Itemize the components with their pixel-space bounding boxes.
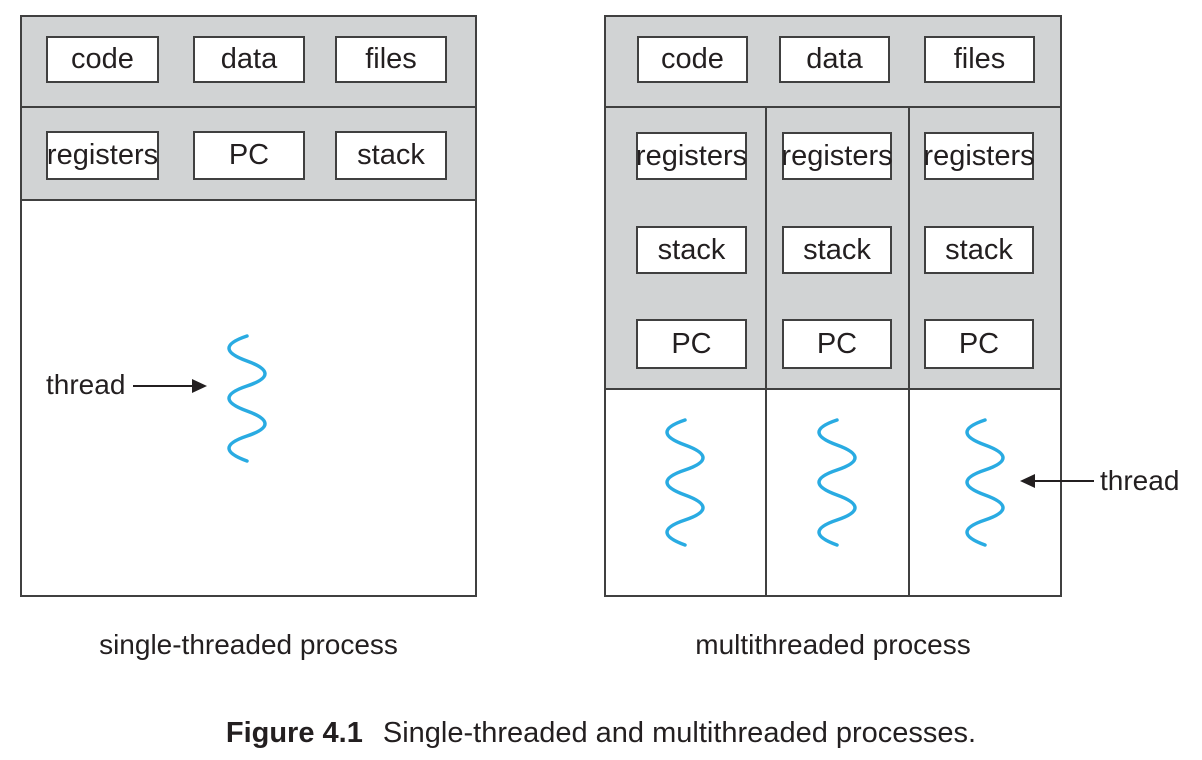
figure-caption: Figure 4.1 Single-threaded and multithre… — [0, 717, 1202, 750]
multi-data-box: data — [779, 36, 890, 83]
thread2-stack-box: stack — [782, 226, 892, 274]
thread2-registers-label: registers — [781, 139, 893, 172]
thread3-registers-label: registers — [923, 139, 1035, 172]
single-pc-box: PC — [193, 131, 305, 180]
multi-files-label: files — [953, 43, 1006, 75]
multithreaded-caption: multithreaded process — [695, 629, 971, 660]
single-thread-label: thread — [46, 369, 126, 400]
single-registers-box: registers — [46, 131, 159, 180]
multi-column-divider-1 — [765, 108, 767, 595]
single-files-box: files — [335, 36, 447, 83]
multi-thread-label: thread — [1100, 465, 1180, 496]
thread2-pc-label: PC — [816, 327, 858, 360]
single-stack-label: stack — [357, 139, 425, 171]
thread1-pc-box: PC — [636, 319, 747, 369]
single-registers-label: registers — [46, 139, 159, 171]
thread3-registers-box: registers — [923, 132, 1035, 180]
single-pc-label: PC — [228, 139, 270, 171]
figure-number: Figure 4.1 — [225, 717, 363, 749]
thread3-pc-label: PC — [958, 327, 1000, 360]
single-stack-box: stack — [335, 131, 447, 180]
thread3-stack-box: stack — [924, 226, 1034, 274]
thread2-registers-box: registers — [781, 132, 893, 180]
thread2-stack-label: stack — [803, 233, 871, 266]
single-files-label: files — [365, 43, 417, 75]
single-data-label: data — [220, 43, 278, 75]
single-data-box: data — [193, 36, 305, 83]
multi-code-label: code — [661, 43, 724, 75]
thread3-stack-label: stack — [945, 233, 1013, 266]
single-code-box: code — [46, 36, 159, 83]
thread2-pc-box: PC — [782, 319, 892, 369]
single-code-label: code — [71, 43, 134, 75]
single-threaded-caption: single-threaded process — [99, 629, 398, 660]
thread3-pc-box: PC — [924, 319, 1034, 369]
thread1-stack-box: stack — [636, 226, 747, 274]
multi-code-box: code — [637, 36, 748, 83]
thread1-stack-label: stack — [657, 233, 726, 266]
thread1-pc-label: PC — [671, 327, 712, 360]
multi-files-box: files — [924, 36, 1035, 83]
thread1-registers-label: registers — [635, 139, 748, 172]
single-threaded-process-box: code data files registers PC stack — [20, 15, 477, 597]
multi-column-divider-2 — [908, 108, 910, 595]
multithreaded-process-box: code data files registers stack PC regis… — [604, 15, 1062, 597]
figure-caption-text: Single-threaded and multithreaded proces… — [382, 717, 977, 749]
thread1-registers-box: registers — [636, 132, 747, 180]
multi-data-label: data — [806, 43, 863, 75]
